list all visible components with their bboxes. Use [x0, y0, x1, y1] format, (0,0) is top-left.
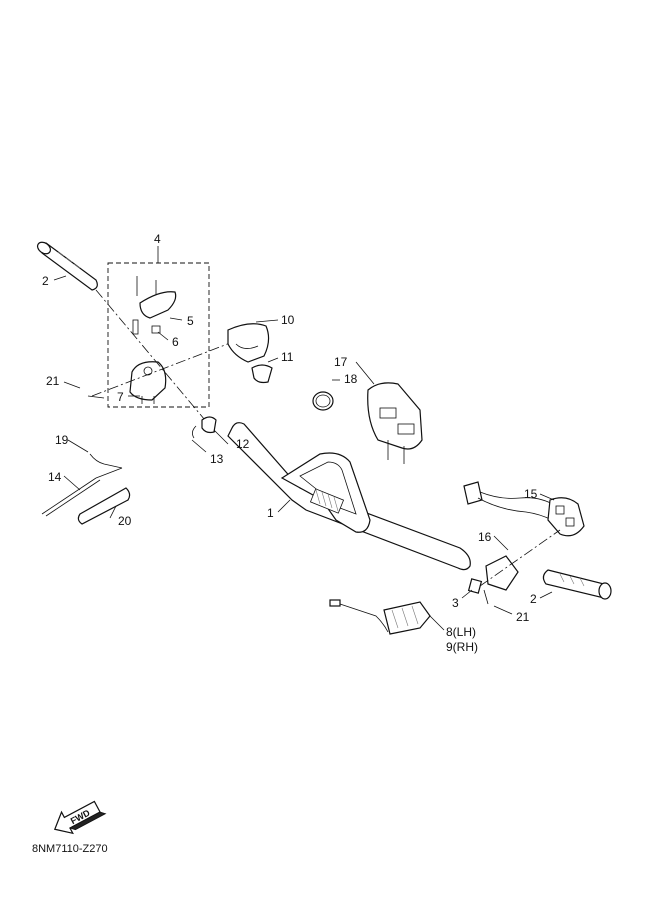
callout-18: 18 — [344, 372, 358, 386]
callout-16: 16 — [478, 530, 492, 544]
part-12-clamp[interactable] — [192, 416, 217, 439]
callout-2-left: 2 — [42, 274, 49, 288]
callout-1: 1 — [267, 506, 274, 520]
callout-6: 6 — [172, 335, 179, 349]
leader-lines — [53, 246, 555, 631]
callout-3: 3 — [452, 596, 459, 610]
callout-14: 14 — [48, 470, 62, 484]
axis-line-2 — [91, 339, 239, 397]
part-19-wire[interactable] — [89, 453, 123, 469]
handlebar[interactable] — [227, 422, 471, 571]
left-grip[interactable] — [35, 240, 98, 291]
left-switch-housing[interactable] — [129, 361, 167, 404]
part-11-clip[interactable] — [251, 364, 273, 384]
callout-2-right: 2 — [530, 592, 537, 606]
callout-19: 19 — [55, 433, 69, 447]
callout-17: 17 — [334, 355, 348, 369]
screw-left[interactable] — [87, 395, 105, 399]
callout-10: 10 — [281, 313, 295, 327]
grip-heater[interactable] — [329, 599, 431, 635]
callout-20: 20 — [118, 514, 132, 528]
callout-8: 8(LH) — [446, 625, 476, 639]
callout-9: 9(RH) — [446, 640, 478, 654]
lever-bracket[interactable] — [132, 276, 177, 335]
callout-13: 13 — [210, 452, 224, 466]
drawing-code: 8NM7110-Z270 — [32, 843, 108, 855]
callout-15: 15 — [524, 487, 538, 501]
mount-bracket[interactable] — [367, 382, 423, 464]
collar[interactable] — [467, 578, 483, 594]
throttle-cover[interactable] — [227, 323, 270, 363]
right-grip[interactable] — [542, 569, 612, 600]
axis-line-3 — [479, 529, 561, 587]
o-ring-inner — [315, 394, 331, 408]
callout-21-right: 21 — [516, 610, 530, 624]
callout-21-left: 21 — [46, 374, 60, 388]
callout-7: 7 — [117, 390, 124, 404]
right-switch-assembly[interactable] — [463, 481, 585, 537]
callout-11: 11 — [281, 350, 294, 364]
throttle-cable[interactable] — [41, 467, 123, 517]
cable-sleeve[interactable] — [77, 487, 131, 525]
callout-12: 12 — [236, 437, 250, 451]
callout-4: 4 — [154, 232, 161, 246]
right-housing[interactable] — [485, 555, 519, 591]
fwd-arrow-icon: FWD — [53, 800, 107, 835]
callout-5: 5 — [187, 314, 194, 328]
axis-line-1 — [95, 289, 216, 433]
screw-right[interactable] — [483, 589, 489, 605]
assembly-4-box — [107, 262, 210, 408]
